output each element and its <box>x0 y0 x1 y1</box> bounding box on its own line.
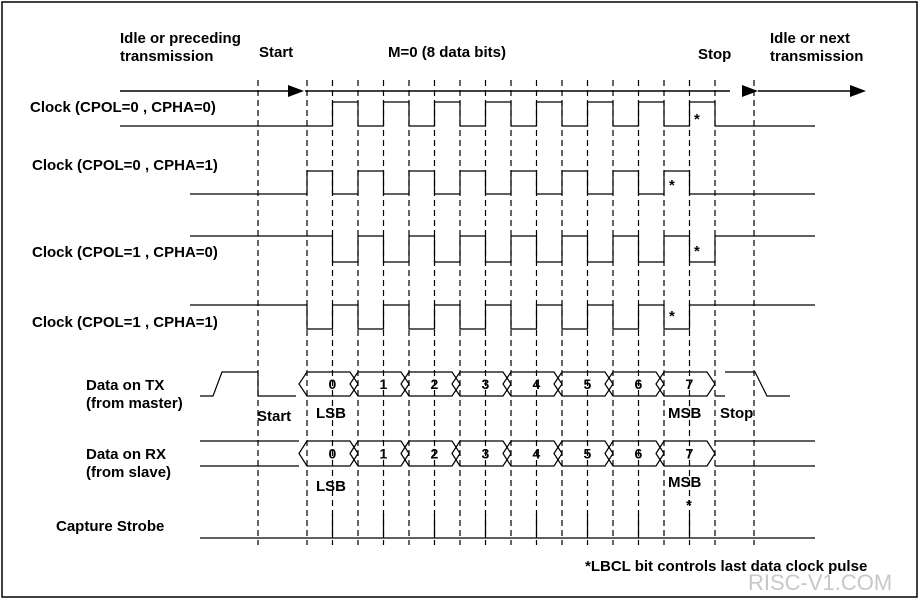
txwave-tail <box>715 371 790 397</box>
rx-lsb-label: LSB <box>316 478 346 495</box>
rxwave-bit-4 <box>502 440 563 467</box>
rxbits-4: 4 <box>533 446 541 462</box>
capture-strobe-label: Capture Strobe <box>56 518 164 535</box>
rxbits-7: 7 <box>686 446 694 462</box>
rxbits-1: 1 <box>380 446 388 462</box>
rx-data-waveform <box>200 440 815 467</box>
clock-cpol0-cpha1-wave <box>190 170 815 195</box>
idle-next-label-2: transmission <box>770 48 863 65</box>
rxwave-bit-1 <box>349 440 410 467</box>
rxwave-bit-0 <box>298 440 359 467</box>
clock-cpol1-cpha1-label: Clock (CPOL=1 , CPHA=1) <box>32 314 218 331</box>
stop-header-label: Stop <box>698 46 731 63</box>
txwave-bit-1 <box>349 371 410 397</box>
rxwave-bit-6 <box>604 440 665 467</box>
txwave-bit-0 <box>298 371 359 397</box>
idle-preceding-label: Idle or preceding <box>120 30 241 47</box>
txwave-bit-7 <box>655 371 716 397</box>
tx-stop-label: Stop <box>720 405 753 422</box>
tx-label: Data on TX <box>86 377 164 394</box>
rx-label-2: (from slave) <box>86 464 171 481</box>
rxwave-bit-2 <box>400 440 461 467</box>
rx-bit-labels: 0 1 2 3 4 5 6 7 <box>329 446 694 462</box>
txbits-1: 1 <box>380 376 388 392</box>
txbits-5: 5 <box>584 376 592 392</box>
capture-strobe-waveform <box>200 514 815 539</box>
txwave-bit-4 <box>502 371 563 397</box>
rxbits-2: 2 <box>431 446 439 462</box>
last-pulse-star-clock2: * <box>694 243 700 260</box>
txbits-2: 2 <box>431 376 439 392</box>
rxbits-5: 5 <box>584 446 592 462</box>
watermark: RISC-V1.COM <box>748 570 892 595</box>
data-bits-header-label: M=0 (8 data bits) <box>388 44 506 61</box>
rx-msb-label: MSB <box>668 474 702 491</box>
rx-msb-star: * <box>686 497 692 514</box>
footnote: *LBCL bit controls last data clock pulse <box>585 558 867 575</box>
rxbits-0: 0 <box>329 446 337 462</box>
txbits-3: 3 <box>482 376 490 392</box>
idle-next-label: Idle or next <box>770 30 850 47</box>
rxwave-bit-5 <box>553 440 614 467</box>
txwave-bit-3 <box>451 371 512 397</box>
txwave-lead <box>200 371 296 397</box>
rxbits-3: 3 <box>482 446 490 462</box>
tx-start-label: Start <box>257 408 291 425</box>
tx-data-waveform <box>200 371 790 397</box>
last-pulse-star-clock0: * <box>694 111 700 128</box>
rxwave-bit-3 <box>451 440 512 467</box>
txbits-4: 4 <box>533 376 541 392</box>
last-pulse-star-clock1: * <box>669 177 675 194</box>
clock-cpol0-cpha0-wave <box>120 101 815 127</box>
tx-msb-label: MSB <box>668 405 702 422</box>
rxbits-6: 6 <box>635 446 643 462</box>
txwave-bit-6 <box>604 371 665 397</box>
last-pulse-star-clock3: * <box>669 308 675 325</box>
rxwave-bit-7 <box>655 440 716 467</box>
txwave-bit-2 <box>400 371 461 397</box>
tx-label-2: (from master) <box>86 395 183 412</box>
timeline-arrows <box>120 85 866 97</box>
tx-lsb-label: LSB <box>316 405 346 422</box>
tx-bit-labels: 0 1 2 3 4 5 6 7 <box>329 376 694 392</box>
rxwave-lead <box>200 440 299 467</box>
clock-cpol1-cpha1-wave <box>190 304 815 330</box>
idle-preceding-label-2: transmission <box>120 48 213 65</box>
rx-label: Data on RX <box>86 446 166 463</box>
txbits-6: 6 <box>635 376 643 392</box>
clock-cpol1-cpha0-label: Clock (CPOL=1 , CPHA=0) <box>32 244 218 261</box>
start-header-label: Start <box>259 44 293 61</box>
clock-cpol1-cpha0-wave <box>190 235 815 263</box>
clock-cpol0-cpha1-label: Clock (CPOL=0 , CPHA=1) <box>32 157 218 174</box>
txwave-bit-5 <box>553 371 614 397</box>
clock-cpol0-cpha0-label: Clock (CPOL=0 , CPHA=0) <box>30 99 216 116</box>
txbits-0: 0 <box>329 376 337 392</box>
txbits-7: 7 <box>686 376 694 392</box>
rxwave-tail <box>715 440 815 467</box>
